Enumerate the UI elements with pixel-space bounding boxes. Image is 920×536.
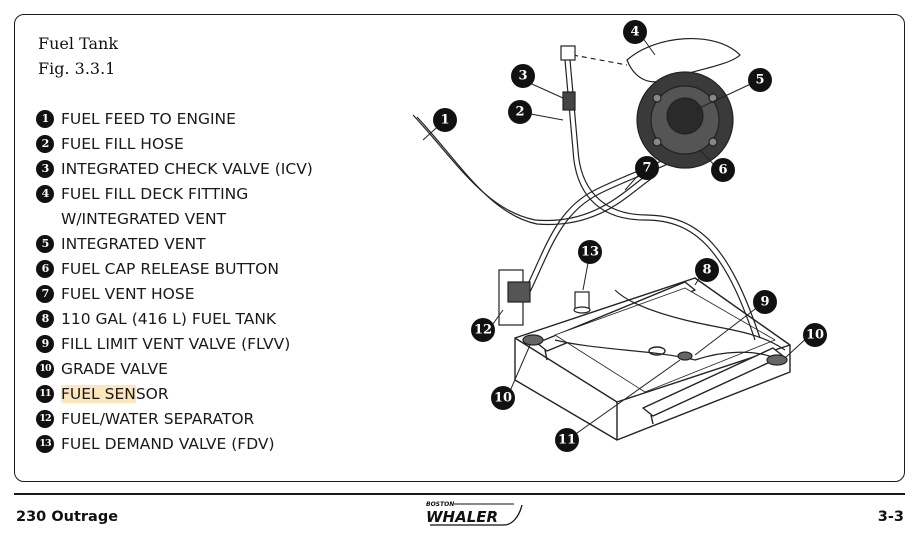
svg-text:10: 10 (806, 328, 824, 343)
legend-item-11: 11 FUEL SENSOR (36, 381, 313, 406)
svg-text:13: 13 (581, 245, 599, 260)
legend-label: W/INTEGRATED VENT (61, 209, 227, 228)
callout-9: 9 (753, 290, 777, 314)
valve-fittings (522, 334, 788, 366)
callout-1: 1 (433, 108, 457, 132)
svg-text:WHALER: WHALER (426, 508, 498, 526)
legend-label: FUEL FILL DECK FITTING (61, 184, 249, 203)
callout-10a: 10 (803, 323, 827, 347)
callout-number: 10 (36, 359, 54, 378)
legend-item-10: 10 GRADE VALVE (36, 356, 313, 381)
legend-label-rest: SOR (135, 384, 169, 403)
legend-label: FILL LIMIT VENT VALVE (FLVV) (61, 334, 291, 353)
legend-item-7: 7 FUEL VENT HOSE (36, 281, 313, 306)
legend-label: INTEGRATED CHECK VALVE (ICV) (61, 159, 313, 178)
footer-divider (14, 493, 905, 495)
legend-item-6: 6 FUEL CAP RELEASE BUTTON (36, 256, 313, 281)
legend-item-12: 12 FUEL/WATER SEPARATOR (36, 406, 313, 431)
callout-number: 12 (36, 409, 54, 428)
legend-label: INTEGRATED VENT (61, 234, 206, 253)
legend-label: FUEL DEMAND VALVE (FDV) (61, 434, 275, 453)
callout-number: 8 (36, 309, 54, 328)
svg-text:BOSTON: BOSTON (426, 501, 454, 508)
svg-text:10: 10 (494, 391, 512, 406)
svg-text:11: 11 (558, 433, 576, 448)
legend-item-1: 1 FUEL FEED TO ENGINE (36, 106, 313, 131)
callout-4: 4 (623, 20, 647, 44)
legend-item-9: 9 FILL LIMIT VENT VALVE (FLVV) (36, 331, 313, 356)
legend-label: FUEL FILL HOSE (61, 134, 184, 153)
svg-text:4: 4 (630, 25, 639, 40)
callout-2: 2 (508, 100, 532, 124)
legend-label: FUEL VENT HOSE (61, 284, 195, 303)
callout-number: 11 (36, 384, 54, 403)
legend-label: FUEL CAP RELEASE BUTTON (61, 259, 279, 278)
footer-model: 230 Outrage (16, 509, 119, 525)
callout-6: 6 (711, 158, 735, 182)
callout-3: 3 (511, 64, 535, 88)
legend-item-5: 5 INTEGRATED VENT (36, 231, 313, 256)
hose-lines (412, 59, 786, 361)
callout-number: 7 (36, 284, 54, 303)
svg-text:12: 12 (474, 323, 492, 338)
demand-valve-illustration (573, 291, 591, 314)
page-number: 3-3 (877, 509, 904, 525)
callout-12: 12 (471, 318, 495, 342)
callout-number: 1 (36, 109, 54, 128)
legend-label: FUEL SENSOR (61, 384, 169, 403)
legend-item-2: 2 FUEL FILL HOSE (36, 131, 313, 156)
legend-label: FUEL FEED TO ENGINE (61, 109, 236, 128)
svg-text:1: 1 (440, 113, 449, 128)
figure-frame (14, 14, 905, 482)
callout-5: 5 (748, 68, 772, 92)
callout-11: 11 (555, 428, 579, 452)
callout-number: 6 (36, 259, 54, 278)
fill-hose-illustration (560, 45, 576, 111)
callout-13: 13 (578, 240, 602, 264)
fuel-tank-illustration (514, 277, 791, 441)
svg-text:5: 5 (755, 73, 764, 88)
diagram-callouts: 1 2 3 4 5 6 7 8 9 10 10 11 12 13 (433, 20, 827, 452)
deck-fitting-illustration (572, 38, 741, 169)
legend-item-8: 8 110 GAL (416 L) FUEL TANK (36, 306, 313, 331)
legend-item-3: 3 INTEGRATED CHECK VALVE (ICV) (36, 156, 313, 181)
callout-number: 13 (36, 434, 54, 453)
figure-title: Fuel Tank (38, 34, 119, 53)
callout-number: 2 (36, 134, 54, 153)
legend-item-4-continued: W/INTEGRATED VENT (36, 206, 313, 231)
water-separator-illustration (498, 269, 531, 326)
boston-whaler-logo: BOSTON WHALER (426, 501, 523, 526)
highlighted-text: FUEL SEN (61, 384, 136, 403)
svg-text:9: 9 (760, 295, 769, 310)
callout-number: 4 (36, 184, 54, 203)
legend-item-13: 13 FUEL DEMAND VALVE (FDV) (36, 431, 313, 456)
leader-lines (422, 33, 811, 439)
legend-label: FUEL/WATER SEPARATOR (61, 409, 255, 428)
legend-item-4: 4 FUEL FILL DECK FITTING (36, 181, 313, 206)
callout-7: 7 (635, 156, 659, 180)
callout-10b: 10 (491, 386, 515, 410)
svg-text:2: 2 (515, 105, 524, 120)
callout-number: 5 (36, 234, 54, 253)
callout-8: 8 (695, 258, 719, 282)
svg-text:6: 6 (718, 163, 727, 178)
legend-label: 110 GAL (416 L) FUEL TANK (61, 309, 277, 328)
fuel-tank-diagram: 1 2 3 4 5 6 7 8 9 10 10 11 12 13 (412, 20, 827, 452)
callout-number: 9 (36, 334, 54, 353)
svg-text:8: 8 (702, 263, 711, 278)
svg-text:3: 3 (518, 69, 527, 84)
svg-text:7: 7 (642, 161, 651, 176)
callout-number: 3 (36, 159, 54, 178)
figure-number: Fig. 3.3.1 (38, 59, 116, 78)
legend-label: GRADE VALVE (61, 359, 168, 378)
figure-heading: Fuel Tank Fig. 3.3.1 (38, 31, 118, 81)
